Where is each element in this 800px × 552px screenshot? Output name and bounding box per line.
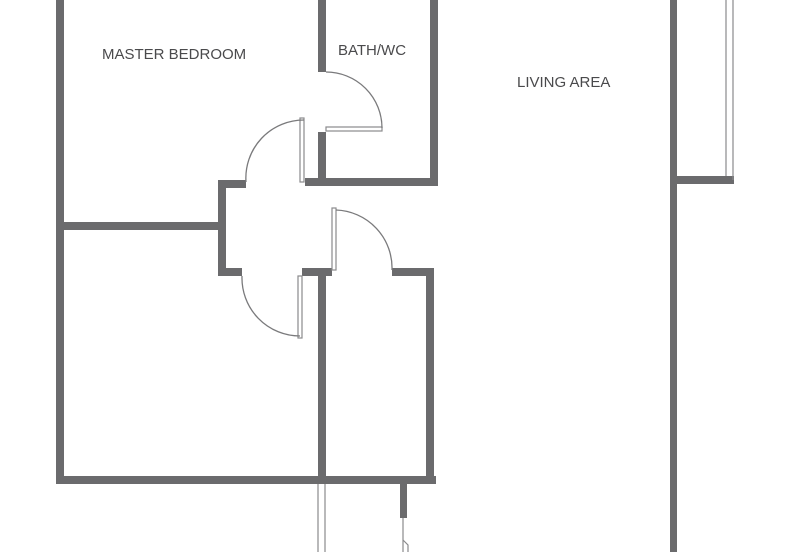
bath-door <box>325 71 383 132</box>
room-label-bath-wc: BATH/WC <box>338 42 407 59</box>
wall-closet-top-left-stub <box>302 268 332 276</box>
opening-bottom-hook <box>402 539 409 552</box>
room-label-master-bedroom: MASTER BEDROOM <box>102 46 247 63</box>
wall-hall-left-top-stub <box>218 180 246 188</box>
room-label-living-area: LIVING AREA <box>517 74 611 91</box>
wall-bottom <box>56 476 436 484</box>
wall-bath-left-upper <box>318 0 326 72</box>
wall-master-bedroom-bedroom2 <box>60 222 222 230</box>
bedroom-2-door <box>241 275 303 339</box>
wall-living-right <box>670 0 677 552</box>
wall-bottom-stub <box>400 484 407 518</box>
wall-hall-left <box>218 180 226 276</box>
wall-left-exterior <box>56 0 64 484</box>
wall-closet-top-right <box>392 268 434 276</box>
wall-hall-left-bottom-stub <box>218 268 242 276</box>
wall-closet-right <box>426 268 434 484</box>
wall-bath-right <box>430 0 438 185</box>
wall-bedroom2-right <box>318 268 326 480</box>
wall-bath-left-lower <box>318 132 326 184</box>
closet-door <box>331 207 393 271</box>
wall-living-closet-bottom <box>676 176 734 184</box>
wall-bath-bottom <box>305 178 438 186</box>
master-bedroom-door <box>245 117 305 183</box>
